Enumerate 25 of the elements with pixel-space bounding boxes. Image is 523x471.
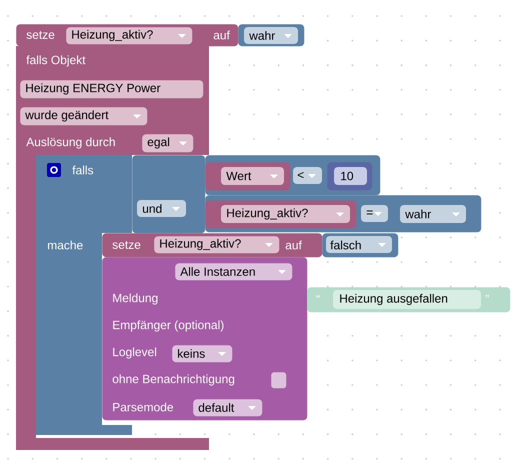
logic-block: und (132, 155, 206, 234)
dropdown-field: Heizung_aktiv? (66, 27, 192, 44)
node-label: = (366, 210, 373, 214)
dropdown-field: wurde geändert (20, 107, 148, 126)
node-label: und (142, 204, 162, 213)
text-block: “ Heizung ausgefallen ” (307, 287, 510, 312)
dropdown-field: keins (172, 345, 232, 362)
node-label: < (298, 172, 304, 178)
variable-block: Heizung_aktiv? (205, 200, 356, 228)
node-label: setze (26, 31, 54, 39)
node-label: Auslösung durch (26, 137, 115, 149)
node-label: falsch (330, 240, 361, 250)
dropdown-field: egal (142, 134, 194, 152)
node-label: auf (214, 30, 230, 40)
dropdown-field: default (193, 399, 262, 416)
value-block: falsch (322, 233, 398, 258)
value-block: wahr (238, 24, 304, 46)
dropdown-field: Alle Instanzen (175, 263, 292, 280)
checkbox (271, 372, 286, 388)
node-label: falls Objekt (26, 55, 86, 67)
value-block: wahr (394, 200, 472, 228)
number-block: 10 (327, 162, 372, 190)
dropdown-field: Heizung_aktiv? (154, 236, 280, 254)
object-field: Heizung ENERGY Power (20, 80, 204, 98)
variable-block: Wert (205, 162, 290, 190)
